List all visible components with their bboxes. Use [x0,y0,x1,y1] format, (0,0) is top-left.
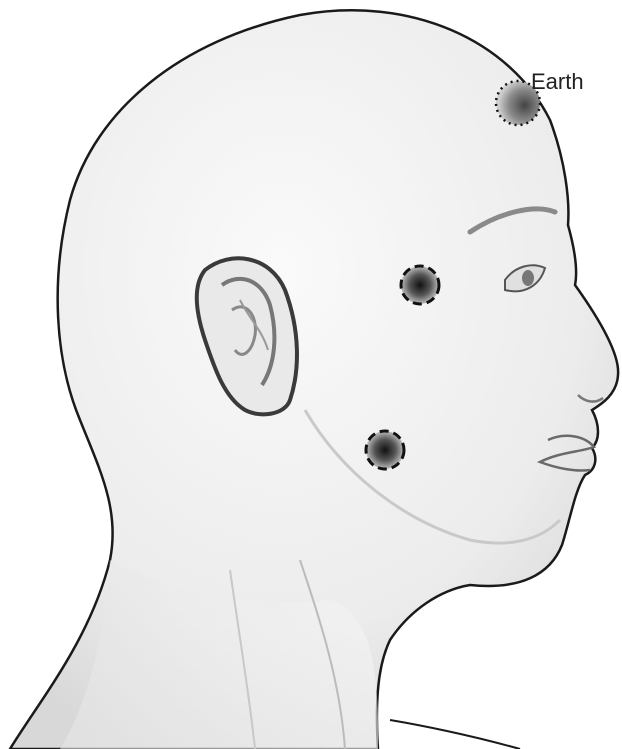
earth-label: Earth [531,69,584,94]
eye-pupil [522,270,534,286]
electrode-temple [401,266,439,304]
shoulder-line [390,720,520,749]
electrode-jaw [366,431,404,469]
